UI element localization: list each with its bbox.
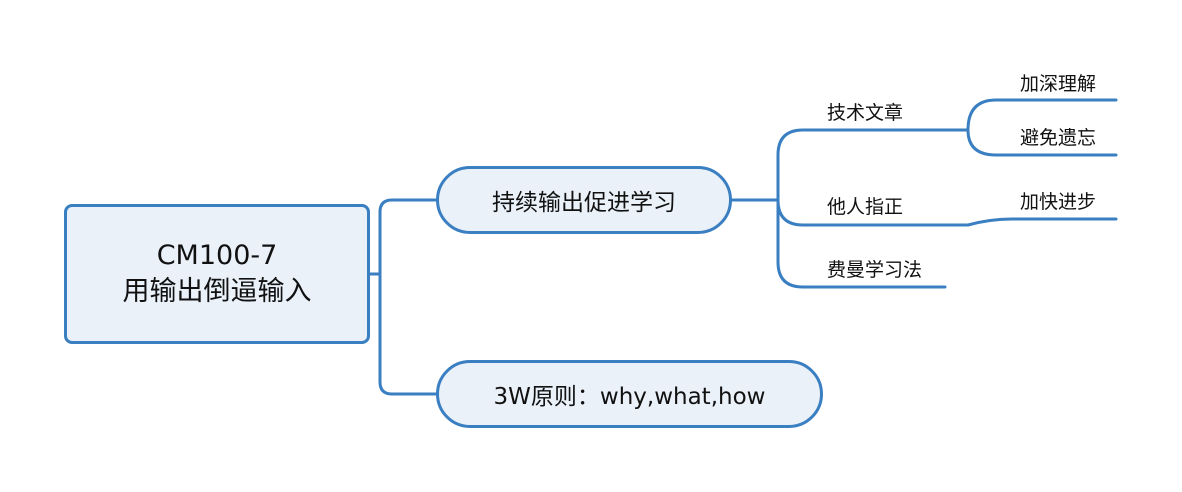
connector-root-to-output-learning: [378, 198, 438, 276]
root-title: CM100-7: [156, 240, 278, 271]
root-node[interactable]: CM100-7 用输出倒逼输入: [64, 204, 370, 344]
connector-to-speed-progress: [966, 217, 1118, 227]
connector-to-tech-articles: [776, 128, 970, 202]
topic-three-w[interactable]: 3W原则：why,what,how: [436, 360, 823, 428]
subtopic-peer-review[interactable]: 他人指正: [827, 196, 904, 218]
connector-to-feynman: [776, 198, 947, 289]
connector-root-to-three-w: [378, 272, 438, 396]
topic-three-w-label: 3W原则：why,what,how: [493, 384, 766, 410]
leaf-speed-progress[interactable]: 加快进步: [1020, 191, 1097, 213]
root-subtitle: 用输出倒逼输入: [122, 276, 312, 307]
leaf-deepen-understanding[interactable]: 加深理解: [1020, 73, 1097, 95]
subtopic-feynman[interactable]: 费曼学习法: [827, 259, 923, 281]
topic-output-learning[interactable]: 持续输出促进学习: [436, 166, 732, 234]
leaf-avoid-forgetting[interactable]: 避免遗忘: [1020, 127, 1097, 149]
connector-to-deepen-understanding: [966, 98, 1118, 132]
topic-output-learning-label: 持续输出促进学习: [492, 190, 676, 216]
subtopic-tech-articles[interactable]: 技术文章: [827, 102, 904, 124]
connector-to-avoid-forgetting: [966, 128, 1118, 157]
